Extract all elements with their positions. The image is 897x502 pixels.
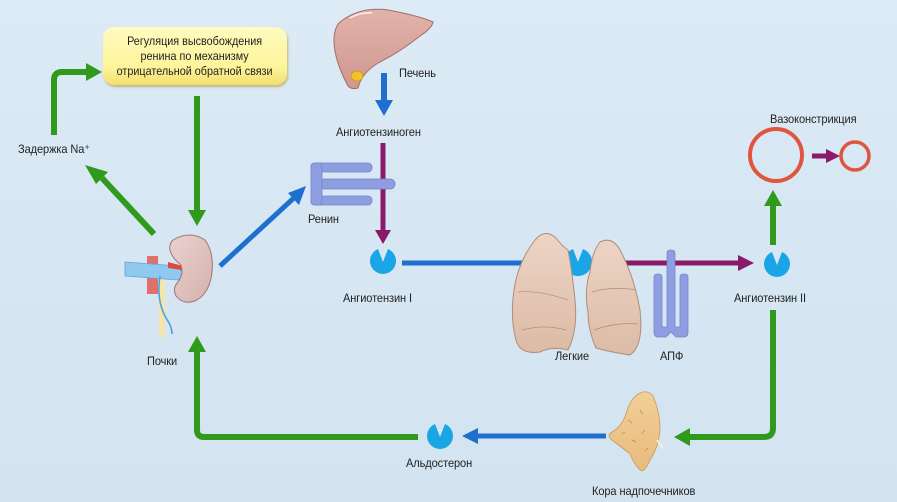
- arrowhead-kidney-to-sodium: [85, 165, 108, 184]
- wide-vessel-icon: [748, 127, 804, 183]
- label-angiotensin-2: Ангиотензин II: [734, 291, 806, 305]
- renin-feedback-regulation-box: Регуляция высвобождения ренина по механи…: [103, 27, 287, 85]
- arrowhead-liver-to-angiotensinogen: [375, 100, 393, 116]
- adrenal-cortex-illustration: [608, 391, 664, 472]
- angiotensin2-molecule-icon: [764, 252, 791, 277]
- renin-enzyme-icon: [310, 162, 396, 206]
- arrowhead-regulation-to-kidney: [188, 210, 206, 226]
- label-adrenal-cortex: Кора надпочечников: [592, 484, 696, 498]
- label-lungs: Легкие: [555, 349, 589, 363]
- regulation-line-1: Регуляция высвобождения: [127, 33, 263, 48]
- aldosterone-molecule-icon: [427, 424, 453, 450]
- label-vasoconstriction: Вазоконстрикция: [770, 112, 857, 126]
- arrow-angiotensin2-to-adrenal: [688, 310, 776, 440]
- arrowhead-vessel-constriction: [826, 149, 840, 163]
- arrowhead-angiotensin2-to-vasoconstriction: [764, 190, 782, 206]
- label-kidneys: Почки: [147, 354, 178, 368]
- arrowhead-angiotensin2-to-adrenal: [674, 428, 690, 446]
- narrow-vessel-icon: [839, 140, 871, 172]
- label-renin: Ренин: [308, 212, 339, 226]
- angiotensin1-molecule-icon: [370, 249, 397, 274]
- regulation-line-3: отрицательной обратной связи: [117, 63, 273, 78]
- arrowhead-sodium-to-regulation: [86, 63, 102, 81]
- arrow-kidney-to-renin: [218, 194, 298, 268]
- arrow-kidney-to-sodium: [99, 175, 157, 237]
- liver-illustration: [333, 8, 434, 90]
- regulation-line-2: ренина по механизму: [140, 48, 250, 63]
- label-ace: АПФ: [660, 349, 684, 363]
- arrowhead-angiotensinogen-to-angiotensin1: [375, 230, 391, 244]
- lungs-illustration: [511, 233, 642, 356]
- label-angiotensin-1: Ангиотензин I: [343, 291, 412, 305]
- kidney-illustration: [124, 234, 213, 337]
- label-liver: Печень: [399, 66, 436, 80]
- arrowhead-lungs-to-angiotensin2: [738, 255, 754, 271]
- ace-enzyme-icon: [653, 249, 689, 338]
- label-angiotensinogen: Ангиотензиноген: [336, 125, 421, 139]
- arrow-aldosterone-to-kidney: [194, 350, 418, 440]
- green-arrows: [51, 63, 782, 446]
- label-aldosterone: Альдостерон: [406, 456, 473, 470]
- label-sodium-retention: Задержка Na⁺: [18, 142, 91, 156]
- arrowhead-aldosterone-to-kidney: [188, 336, 206, 352]
- arrow-sodium-to-regulation: [51, 69, 88, 135]
- arrowhead-kidney-to-renin: [288, 186, 306, 205]
- arrowhead-adrenal-to-aldosterone: [462, 428, 478, 444]
